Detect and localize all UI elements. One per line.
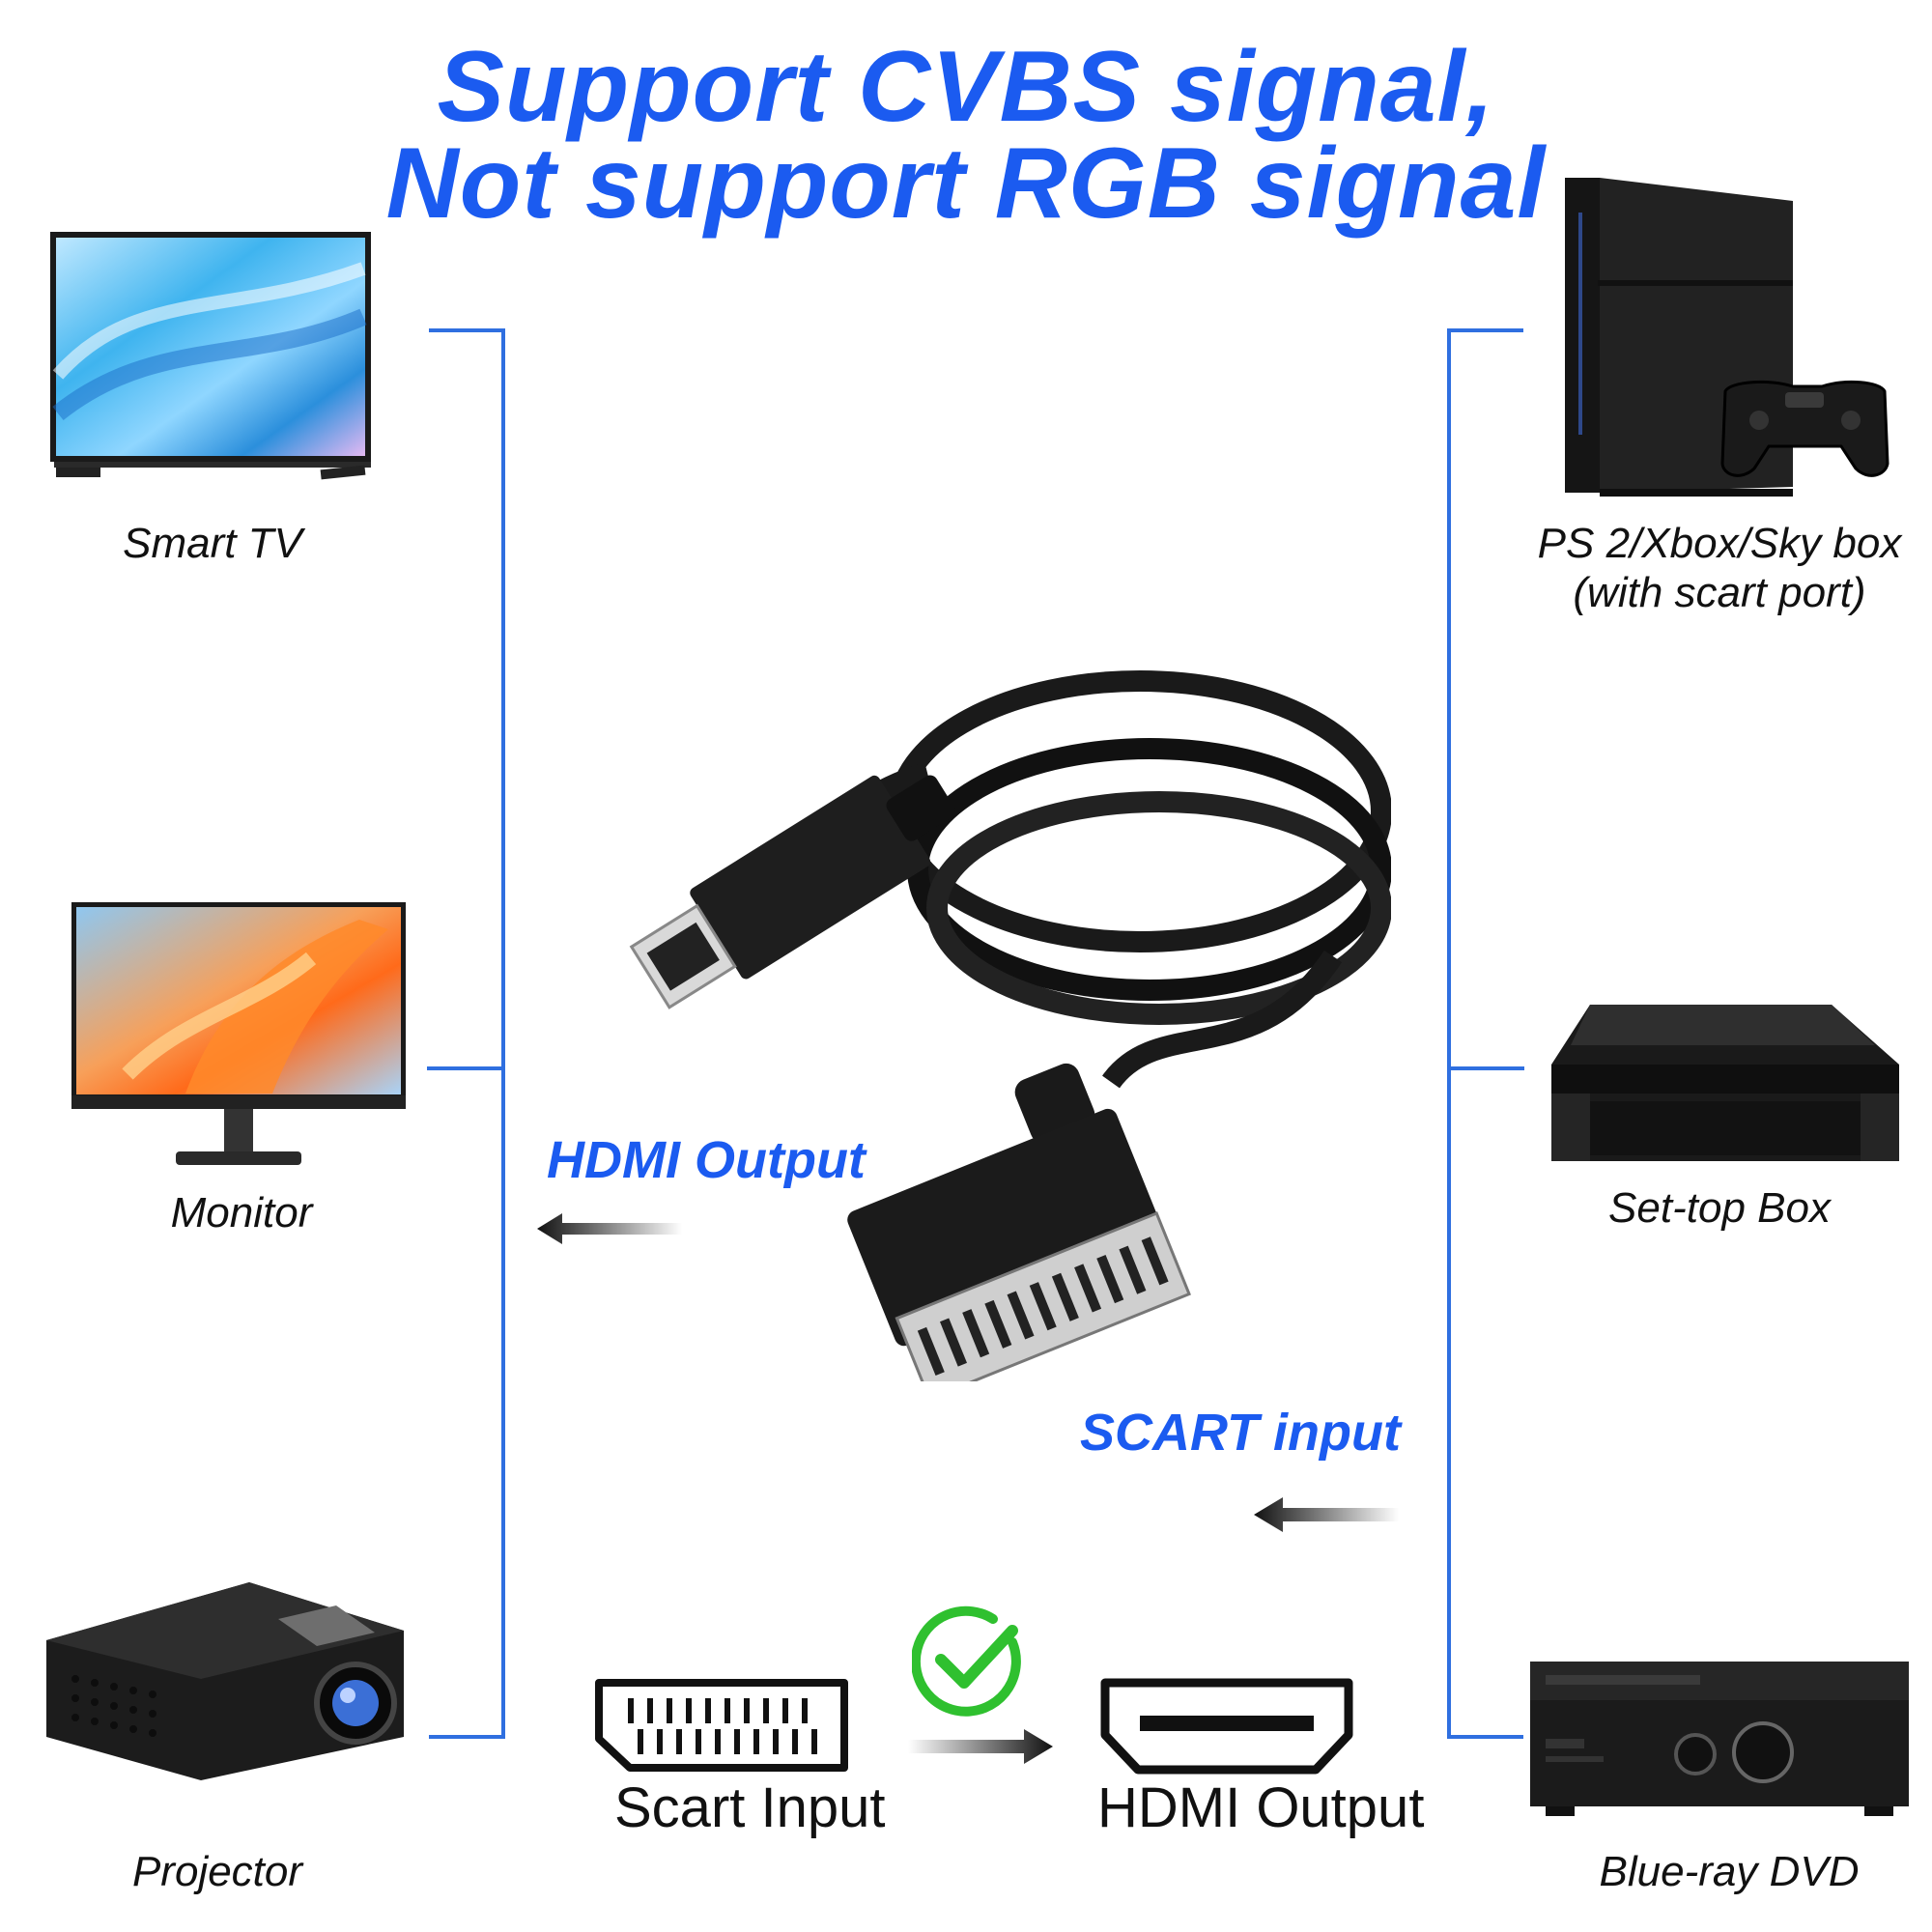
left-connector-middle	[427, 1066, 502, 1070]
conversion-hdmi-output-label: HDMI Output	[1097, 1776, 1425, 1839]
monitor-label: Monitor	[170, 1189, 313, 1236]
monitor-icon	[70, 900, 408, 1171]
set-top-box-label: Set-top Box	[1608, 1184, 1831, 1232]
left-arrow-icon	[537, 1209, 682, 1248]
hdmi-port-icon	[1099, 1677, 1354, 1777]
green-checkmark-icon	[912, 1604, 1028, 1719]
scart-port-icon	[591, 1677, 852, 1774]
set-top-box-icon	[1542, 997, 1909, 1171]
left-connector-bracket	[429, 328, 505, 1739]
game-console-icon	[1561, 174, 1889, 502]
av-receiver-icon	[1526, 1652, 1913, 1826]
right-connector-middle	[1447, 1066, 1524, 1070]
projector-label: Projector	[131, 1848, 303, 1895]
smart-tv-label: Smart TV	[123, 520, 302, 567]
smart-tv-icon	[48, 230, 377, 496]
cable-hdmi-output-label: HDMI Output	[547, 1131, 866, 1189]
headline-line-2: Not support RGB signal	[385, 128, 1547, 240]
headline-line-1: Support CVBS signal,	[437, 31, 1495, 143]
hdmi-scart-cable-image	[522, 667, 1391, 1381]
conversion-scart-input-label: Scart Input	[614, 1776, 886, 1839]
console-label-line-2: (with scart port)	[1573, 569, 1866, 616]
right-arrow-icon	[908, 1725, 1053, 1768]
left-arrow-icon	[1254, 1493, 1399, 1536]
dvd-label: Blue-ray DVD	[1599, 1848, 1860, 1895]
right-connector-bracket	[1447, 328, 1523, 1739]
cable-scart-input-label: SCART input	[1080, 1404, 1401, 1462]
projector-icon	[27, 1573, 413, 1785]
console-label-line-1: PS 2/Xbox/Sky box	[1537, 520, 1902, 567]
